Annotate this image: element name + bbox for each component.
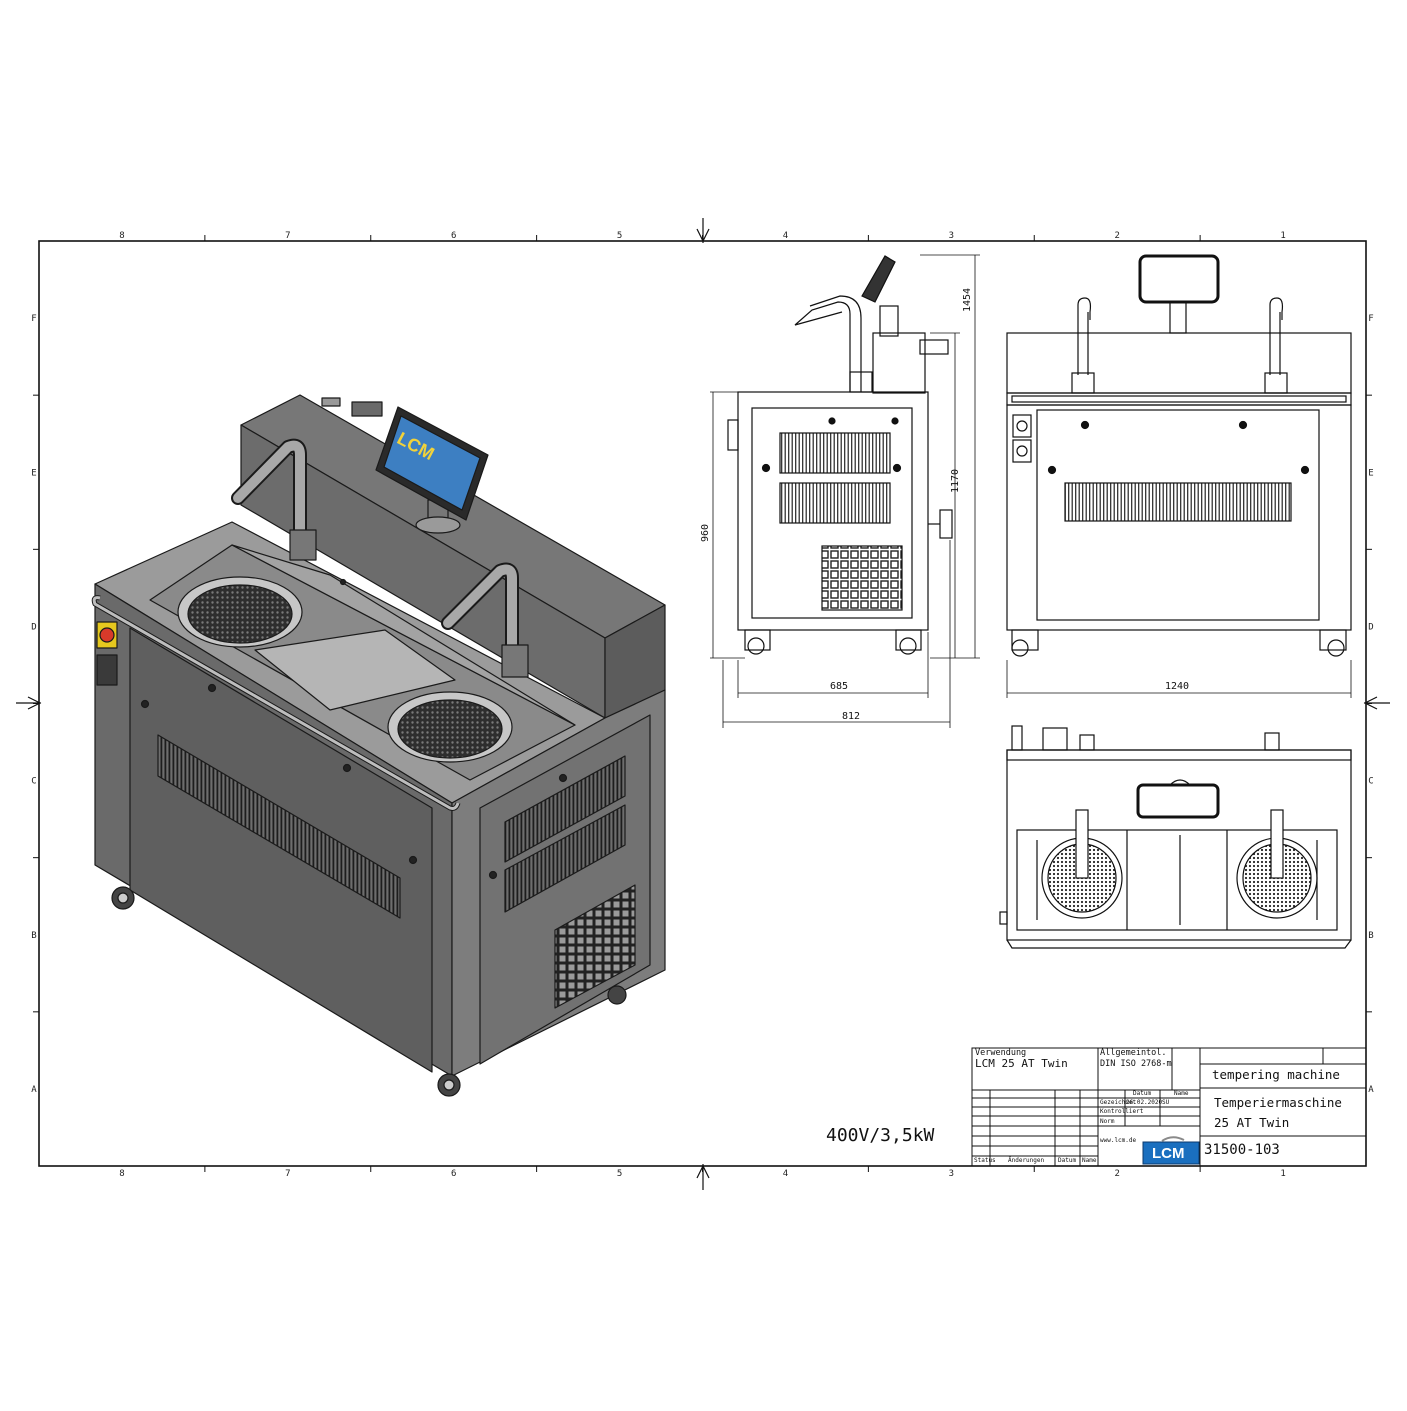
frame-row-label-right: E (1368, 468, 1373, 478)
datum2-label: Datum (1058, 1157, 1077, 1164)
frame-column-label-top: 5 (617, 231, 622, 241)
gezeichnet-label: Gezeichnet (1100, 1099, 1137, 1106)
allgemeintol-value: DIN ISO 2768-m (1100, 1059, 1172, 1069)
dim-1170: 1170 (950, 469, 961, 493)
frame-row-label-left: D (31, 622, 36, 632)
kontrolliert-label: Kontrolliert (1100, 1108, 1144, 1115)
frame-column-label-top: 2 (1114, 231, 1119, 241)
norm-label: Norm (1100, 1118, 1115, 1125)
frame-row-label-left: A (31, 1085, 37, 1095)
frame-row-label-left: B (31, 931, 36, 941)
name-label: Name (1174, 1090, 1189, 1097)
frame-column-label-top: 3 (949, 231, 954, 241)
dim-1454: 1454 (962, 288, 973, 312)
frame-row-label-right: C (1368, 777, 1373, 787)
frame-column-label-top: 7 (285, 231, 290, 241)
gezeichnet-date: 26.02.2020 (1126, 1099, 1163, 1106)
frame-row-label-right: F (1368, 314, 1373, 324)
frame-column-label-bottom: 2 (1114, 1169, 1119, 1179)
datum-label: Datum (1133, 1090, 1152, 1097)
front-view (1006, 254, 1352, 698)
dim-685: 685 (830, 681, 848, 692)
dim-960: 960 (700, 524, 711, 542)
frame-column-label-bottom: 6 (451, 1169, 456, 1179)
gezeichnet-name: SU (1162, 1099, 1170, 1106)
frame-column-label-bottom: 4 (783, 1169, 788, 1179)
top-view (999, 725, 1352, 949)
frame-column-label-top: 1 (1280, 231, 1285, 241)
allgemeintol-label: Allgemeintol. (1100, 1048, 1167, 1058)
drawing-number: 31500-103 (1204, 1142, 1280, 1158)
frame-column-label-bottom: 5 (617, 1169, 622, 1179)
frame-column-label-bottom: 1 (1280, 1169, 1285, 1179)
isometric-view (91, 394, 666, 1097)
frame-column-label-bottom: 3 (949, 1169, 954, 1179)
frame-column-label-top: 8 (119, 231, 124, 241)
frame-row-label-right: A (1368, 1085, 1374, 1095)
title-block-lines (971, 1047, 1367, 1167)
verwendung-label: Verwendung (975, 1048, 1027, 1058)
title-de-line2: 25 AT Twin (1214, 1115, 1290, 1130)
aenderungen-label: Änderungen (1008, 1157, 1045, 1164)
frame-column-label-bottom: 8 (119, 1169, 124, 1179)
frame-column-label-top: 6 (451, 231, 456, 241)
frame-row-label-left: C (31, 777, 36, 787)
verwendung-value: LCM 25 AT Twin (975, 1057, 1068, 1070)
power-rating: 400V/3,5kW (826, 1125, 935, 1146)
status-label: Status (974, 1157, 996, 1164)
logo-text: LCM (1152, 1145, 1185, 1162)
side-view (710, 254, 980, 728)
frame-row-label-right: D (1368, 622, 1373, 632)
frame-row-label-left: E (31, 468, 36, 478)
website: www.lcm.de (1100, 1137, 1137, 1144)
dim-812: 812 (842, 711, 860, 722)
title-en: tempering machine (1212, 1067, 1340, 1082)
dim-1240: 1240 (1165, 681, 1189, 692)
frame-row-label-left: F (31, 314, 36, 324)
title-de-line1: Temperiermaschine (1214, 1095, 1342, 1110)
frame-column-label-bottom: 7 (285, 1169, 290, 1179)
frame-column-label-top: 4 (783, 231, 788, 241)
lcm-logo (1142, 1136, 1200, 1165)
frame-row-label-right: B (1368, 931, 1373, 941)
name2-label: Name (1082, 1157, 1097, 1164)
